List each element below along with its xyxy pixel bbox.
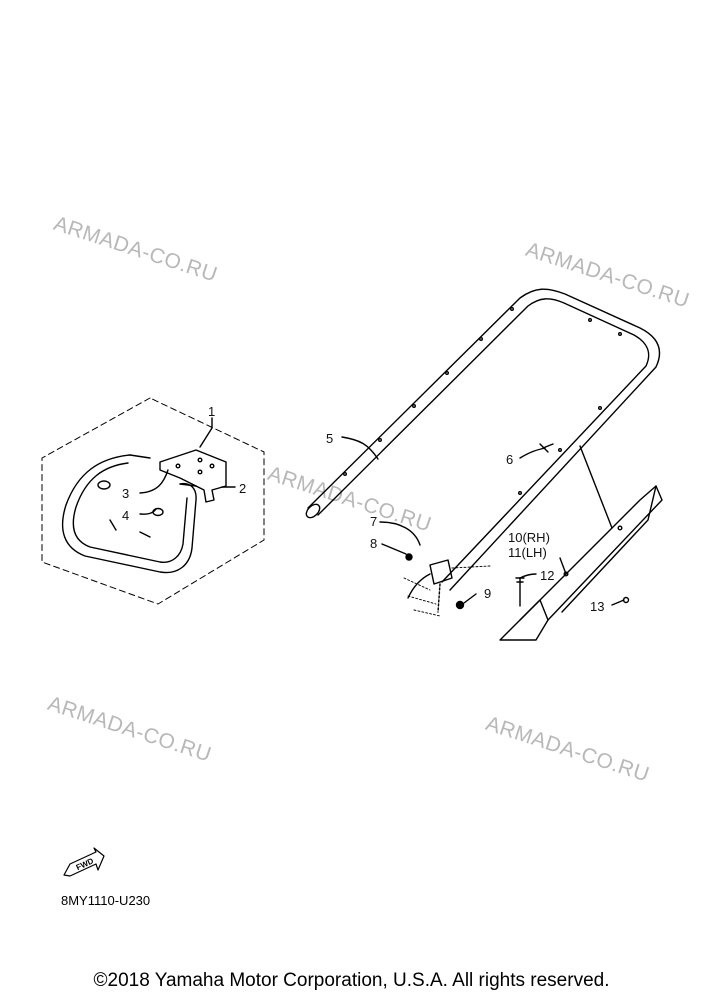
callout-5: 5	[326, 431, 333, 446]
front-guard-frame	[62, 454, 197, 574]
callout-8: 8	[370, 536, 377, 551]
callout-11: 11(LH)	[508, 545, 547, 560]
kit-dashed-outline	[41, 397, 265, 605]
callout-6: 6	[506, 452, 513, 467]
copyright-notice: ©2018 Yamaha Motor Corporation, U.S.A. A…	[93, 970, 610, 991]
callout-1: 1	[208, 404, 215, 419]
callout-9: 9	[484, 586, 491, 601]
callout-2: 2	[239, 481, 246, 496]
callout-13: 13	[590, 599, 604, 614]
callout-10: 10(RH)	[508, 530, 550, 545]
callout-12: 12	[540, 568, 554, 583]
mount-bracket	[159, 449, 227, 503]
callout-3: 3	[122, 486, 129, 501]
callout-4: 4	[122, 508, 129, 523]
callout-7: 7	[370, 514, 377, 529]
diagram-code: 8MY1110-U230	[61, 893, 151, 908]
fwd-label: FWD	[75, 856, 96, 872]
main-rail-frame	[305, 288, 661, 591]
side-panel	[499, 485, 663, 641]
rail-end-fitting	[403, 553, 491, 617]
fwd-arrow-icon	[63, 847, 105, 877]
